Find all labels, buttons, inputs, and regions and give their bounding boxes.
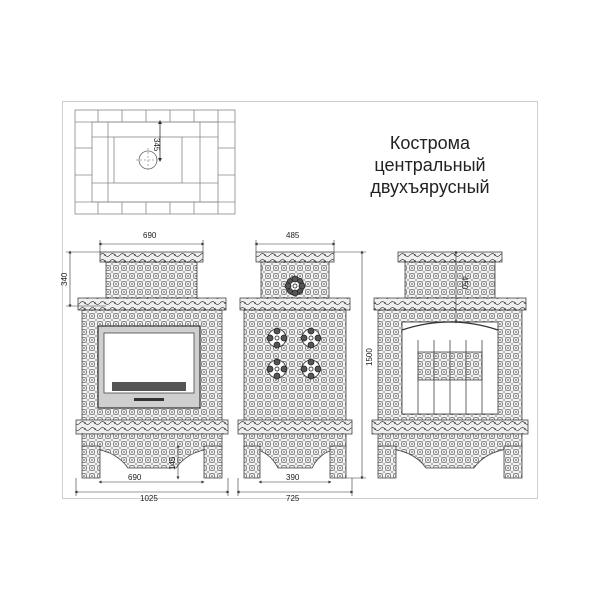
front-plinth: [75, 419, 229, 435]
side-view: [237, 251, 353, 479]
dim-front-leg-height: 145: [168, 456, 177, 470]
side-crown: [255, 251, 335, 263]
side-upper-rosette: [284, 275, 306, 297]
side-rosettes-bottom: [266, 358, 322, 380]
title-line-1: Кострома: [389, 133, 471, 153]
section-view: [371, 251, 529, 479]
dim-front-firebox-width: 690: [128, 473, 142, 482]
plan-view: [74, 109, 236, 215]
section-vault: [401, 321, 499, 331]
side-shelf: [239, 297, 351, 311]
title-line-2: центральный: [374, 155, 486, 175]
dim-side-inner-width: 390: [286, 473, 300, 482]
dim-total-height: 1500: [365, 348, 374, 366]
plan-inner: [113, 136, 183, 184]
side-plinth: [237, 419, 353, 435]
section-plinth: [371, 419, 529, 435]
section-crown: [397, 251, 503, 263]
section-leg-left: [377, 445, 397, 479]
section-shelf: [373, 297, 527, 311]
front-view: [75, 251, 229, 479]
side-dimension-lines: [236, 240, 366, 496]
dim-front-top-height: 340: [60, 272, 69, 286]
side-rosettes-top: [266, 327, 322, 349]
dim-section-upper-height: 450: [460, 276, 469, 290]
plan-outer: [74, 109, 236, 215]
dim-plan-depth: 345: [152, 138, 161, 152]
dim-side-top-width: 485: [286, 231, 300, 240]
side-lower-tier: [243, 309, 347, 423]
front-crown: [99, 251, 204, 263]
section-apron: [377, 433, 523, 469]
door-handle: [134, 398, 164, 401]
side-leg-right: [329, 445, 347, 479]
front-leg-left: [81, 445, 101, 479]
drawing-frame: [62, 101, 538, 499]
firebox-grate: [112, 382, 186, 391]
dim-side-bottom-width: 725: [286, 494, 300, 503]
title-line-3: двухъярусный: [370, 177, 490, 197]
plan-middle: [91, 121, 219, 203]
front-apron: [81, 433, 223, 469]
product-title: Кострома центральный двухъярусный: [340, 132, 520, 198]
front-leg-right: [203, 445, 223, 479]
section-leg-right: [503, 445, 523, 479]
dim-front-top-width: 690: [143, 231, 157, 240]
front-shelf: [77, 297, 227, 311]
side-leg-left: [243, 445, 261, 479]
dim-front-total-width: 1025: [140, 494, 158, 503]
front-dimension-lines: [66, 240, 230, 496]
